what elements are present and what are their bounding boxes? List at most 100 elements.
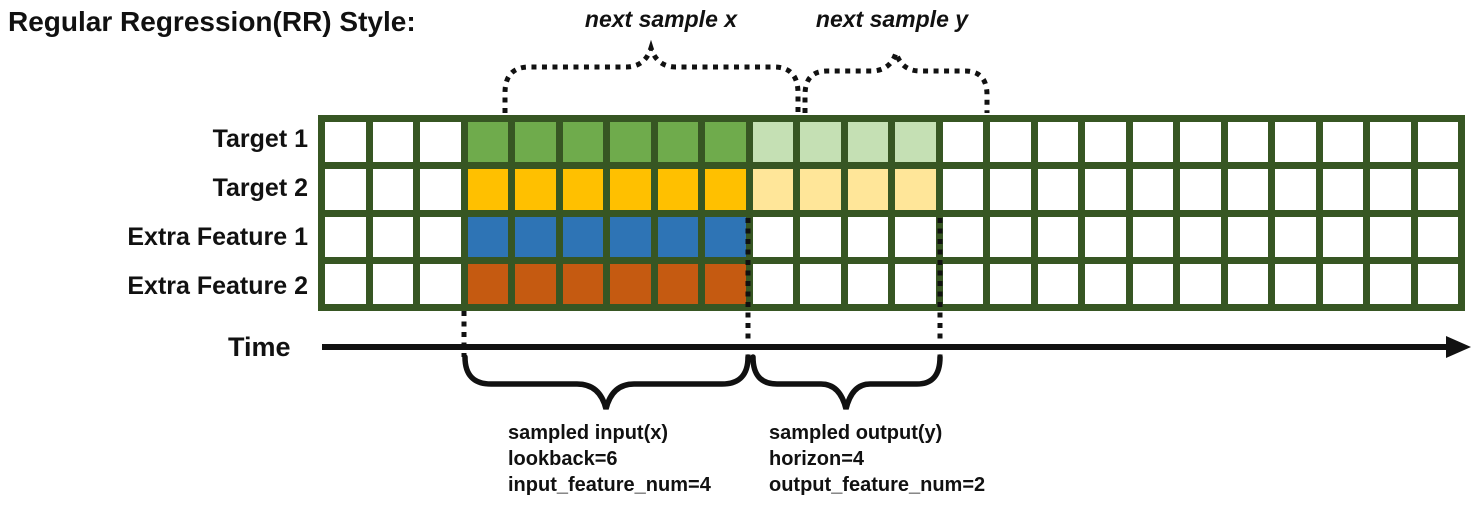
grid-cell xyxy=(1037,169,1078,210)
grid-cell xyxy=(562,263,603,304)
grid-cell xyxy=(1180,216,1221,257)
next-sample-y-brace xyxy=(802,45,990,113)
grid-cell xyxy=(1417,122,1458,163)
grid-cell xyxy=(657,122,698,163)
grid-cell xyxy=(515,122,556,163)
next-sample-x-brace xyxy=(502,39,801,113)
grid-cell xyxy=(1180,169,1221,210)
grid-cell xyxy=(990,216,1031,257)
grid-cell xyxy=(895,169,936,210)
sampled-input-line-2: lookback=6 xyxy=(508,448,618,470)
grid-cell xyxy=(847,216,888,257)
grid-cell xyxy=(1370,263,1411,304)
row-labels: Target 1 Target 2 Extra Feature 1 Extra … xyxy=(0,115,308,311)
grid-cell xyxy=(990,169,1031,210)
grid-cell xyxy=(1417,263,1458,304)
grid-cell xyxy=(705,216,746,257)
grid-cell xyxy=(942,263,983,304)
grid-cell xyxy=(942,216,983,257)
next-sample-y-label: next sample y xyxy=(815,6,969,32)
grid-cell xyxy=(942,169,983,210)
grid-cell xyxy=(800,122,841,163)
grid-cell xyxy=(895,122,936,163)
grid-cell xyxy=(325,122,366,163)
grid-cell xyxy=(752,122,793,163)
sampled-output-line-2: horizon=4 xyxy=(769,448,865,470)
grid-cell xyxy=(420,263,461,304)
grid-cell xyxy=(1132,122,1173,163)
grid-cell xyxy=(610,216,651,257)
grid-cell xyxy=(1037,216,1078,257)
grid-cell xyxy=(372,169,413,210)
grid-cell xyxy=(610,263,651,304)
grid-cell xyxy=(1180,122,1221,163)
grid-cell xyxy=(1037,122,1078,163)
grid-cell xyxy=(847,263,888,304)
grid-cell xyxy=(562,122,603,163)
next-sample-x-label: next sample x xyxy=(584,6,738,32)
sampled-input-note: sampled input(x) lookback=6 input_featur… xyxy=(508,420,711,498)
grid-cell xyxy=(1322,122,1363,163)
grid-cell xyxy=(467,122,508,163)
grid-cell xyxy=(705,263,746,304)
grid-cell xyxy=(325,263,366,304)
grid-cell xyxy=(610,122,651,163)
grid-cell xyxy=(325,169,366,210)
grid-cell xyxy=(990,122,1031,163)
grid-cell xyxy=(515,263,556,304)
grid-cell xyxy=(1085,216,1126,257)
time-axis-label: Time xyxy=(228,332,291,362)
grid-cell xyxy=(657,169,698,210)
sampled-output-line-3: output_feature_num=2 xyxy=(769,474,986,496)
grid-cell xyxy=(705,169,746,210)
grid-cell xyxy=(1275,216,1316,257)
grid-cell xyxy=(1085,169,1126,210)
sampled-output-brace xyxy=(750,354,943,410)
sampled-output-line-1: sampled output(y) xyxy=(769,422,943,444)
time-arrowhead xyxy=(1446,336,1471,358)
grid-cell xyxy=(1370,216,1411,257)
row-label-extra-feature-2: Extra Feature 2 xyxy=(127,272,308,300)
row-label-target-1: Target 1 xyxy=(212,125,308,153)
grid-cell xyxy=(657,216,698,257)
grid-cell xyxy=(1275,263,1316,304)
grid-cell xyxy=(800,216,841,257)
grid-cell xyxy=(420,169,461,210)
grid-cell xyxy=(942,122,983,163)
grid-cell xyxy=(467,263,508,304)
grid-cell xyxy=(752,169,793,210)
grid-cell xyxy=(515,169,556,210)
sampled-output-note: sampled output(y) horizon=4 output_featu… xyxy=(769,420,985,498)
grid-cell xyxy=(562,169,603,210)
time-series-grid xyxy=(318,115,1465,311)
grid-cell xyxy=(610,169,651,210)
grid-cell xyxy=(1227,169,1268,210)
grid-cell xyxy=(752,263,793,304)
sampled-input-line-1: sampled input(x) xyxy=(508,422,669,444)
grid-cell xyxy=(847,122,888,163)
grid-cell xyxy=(1132,263,1173,304)
grid-cell xyxy=(1227,122,1268,163)
grid-cell xyxy=(752,216,793,257)
grid-cell xyxy=(1417,169,1458,210)
grid-cell xyxy=(1370,169,1411,210)
grid-cell xyxy=(1227,263,1268,304)
grid-cell xyxy=(325,216,366,257)
grid-cell xyxy=(1037,263,1078,304)
sampled-input-brace xyxy=(462,354,751,410)
grid-cell xyxy=(1417,216,1458,257)
diagram-title: Regular Regression(RR) Style: xyxy=(8,6,416,37)
grid-cell xyxy=(1322,263,1363,304)
grid-cell xyxy=(467,169,508,210)
grid-cell xyxy=(372,122,413,163)
grid-cell xyxy=(800,169,841,210)
grid-cell xyxy=(515,216,556,257)
grid-cell xyxy=(1370,122,1411,163)
grid-cell xyxy=(1322,169,1363,210)
grid-cell xyxy=(1132,216,1173,257)
grid-cell xyxy=(990,263,1031,304)
grid-cell xyxy=(847,169,888,210)
grid-cell xyxy=(1180,263,1221,304)
grid-cell xyxy=(562,216,603,257)
